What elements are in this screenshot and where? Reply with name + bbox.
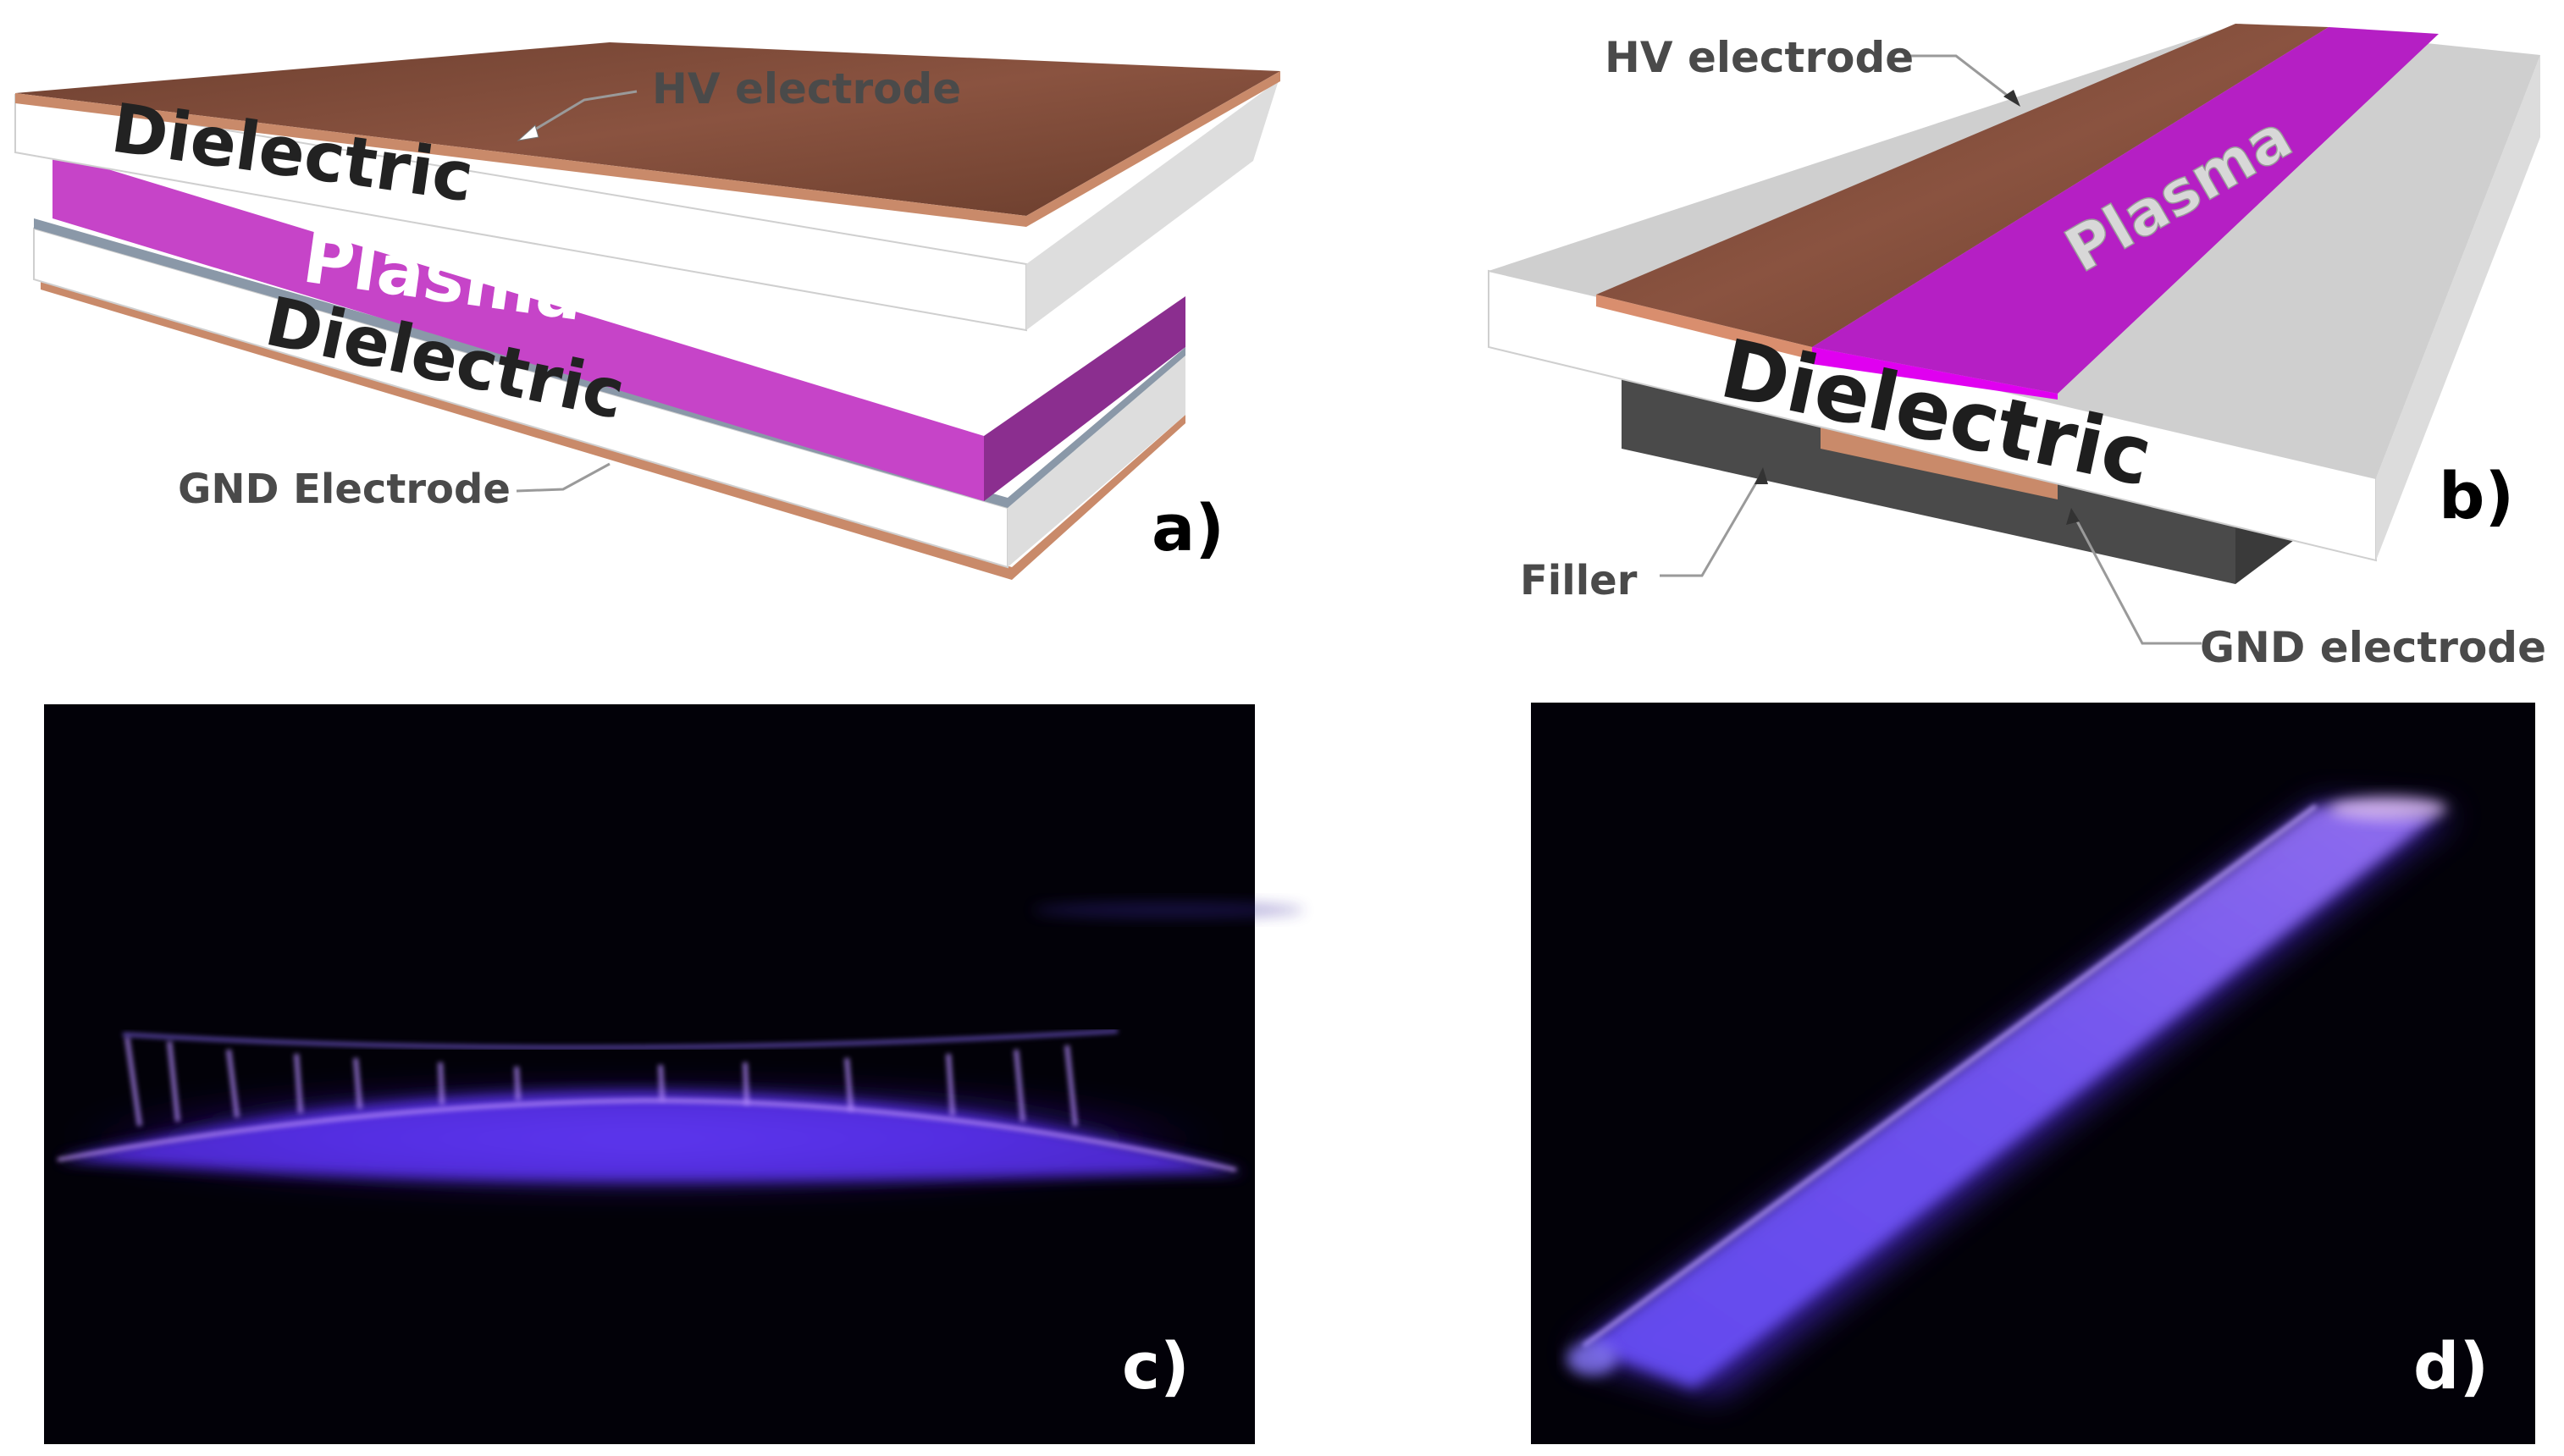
- filler-leader: [1660, 473, 1763, 577]
- hv-electrode-a: [15, 42, 1280, 216]
- hv-leader-a: [524, 90, 638, 137]
- panel-tag-a: a): [1152, 490, 1224, 565]
- hv-electrode-b: [1596, 24, 2329, 347]
- hv-leader-b: [1905, 54, 2016, 103]
- streamers-c: [124, 1036, 1078, 1127]
- panel-tag-d: d): [2413, 1328, 2489, 1404]
- panel-b: HV electrode Plasma Dielectric Filler GN…: [1488, 24, 2546, 672]
- gnd-leader-a: [516, 462, 611, 493]
- hv-label-b: HV electrode: [1605, 33, 1914, 82]
- gnd-leader-b: [2073, 516, 2202, 645]
- panel-a: HV electrode Dielectric Plasma Dielectri…: [14, 42, 1280, 580]
- gnd-label-a: GND Electrode: [178, 466, 511, 513]
- panel-tag-b: b): [2439, 458, 2514, 533]
- photo-c-background: [44, 704, 1255, 1444]
- panel-d-photo: d): [1531, 703, 2535, 1444]
- panel-tag-c: c): [1122, 1328, 1190, 1404]
- gnd-electrode-b: [1821, 427, 2058, 499]
- gnd-label-b: GND electrode: [2200, 623, 2546, 672]
- filler-label: Filler: [1520, 557, 1638, 604]
- plasma-strip-b: [1812, 27, 2439, 394]
- panel-c-photo: c): [44, 704, 1304, 1444]
- hv-label-a: HV electrode: [652, 64, 961, 113]
- plasma-slab: [52, 152, 984, 501]
